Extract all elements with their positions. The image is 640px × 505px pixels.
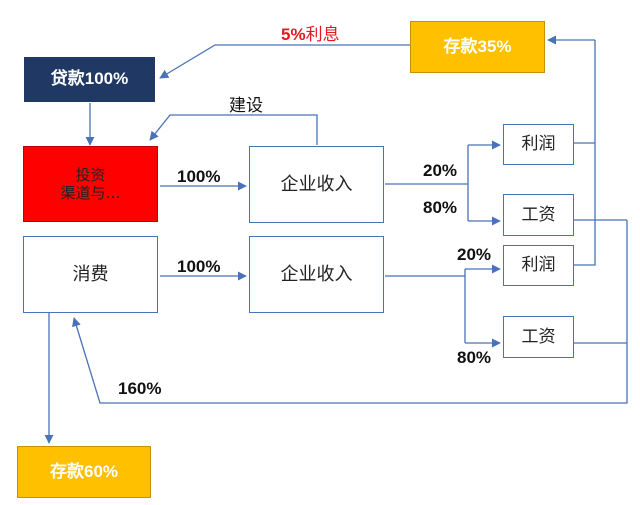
interest-label: 5%利息: [281, 20, 340, 45]
bottom-wage-share: 80%: [457, 348, 492, 367]
invest-label-line2: 渠道与…: [60, 184, 121, 202]
wage-bottom-box: 工资: [503, 316, 574, 358]
consume-to-revenue-pct: 100%: [177, 257, 221, 276]
build-arrow: [149, 114, 318, 145]
invest-label-line1: 投资: [75, 166, 106, 184]
loan-pct: 100%: [84, 69, 129, 89]
wage-to-consume-arrow: [72, 220, 628, 404]
profit-bottom-to-deposit: [574, 40, 596, 266]
invest-to-revenue-pct: 100%: [177, 167, 221, 186]
revenue-top-label: 企业收入: [280, 173, 353, 195]
invest-box: 投资 渠道与…: [23, 146, 158, 222]
top-profit-share: 20%: [423, 161, 458, 180]
consume-box: 消费: [23, 236, 158, 313]
profit-top-label: 利润: [521, 134, 556, 155]
loan-label: 贷款: [50, 69, 85, 89]
revenue-bottom-split: [385, 269, 466, 343]
deposit-top-pct: 35%: [477, 36, 512, 56]
revenue-top-split: [385, 145, 469, 221]
wage-to-consume-pct: 160%: [118, 379, 162, 398]
deposit-bottom-label: 存款: [49, 461, 84, 481]
interest-pct: 5%: [281, 25, 306, 44]
top-wage-share: 80%: [423, 198, 458, 217]
wage-top-box: 工资: [503, 194, 574, 236]
consume-label: 消费: [72, 263, 109, 285]
profit-bottom-box: 利润: [503, 245, 574, 286]
revenue-top-box: 企业收入: [249, 146, 384, 223]
bottom-profit-share: 20%: [457, 245, 492, 264]
build-label: 建设: [229, 96, 263, 116]
interest-arrow: [159, 44, 410, 79]
revenue-bottom-box: 企业收入: [249, 236, 384, 313]
interest-text: 利息: [305, 25, 340, 45]
revenue-bottom-label: 企业收入: [280, 263, 353, 285]
wage-top-label: 工资: [521, 204, 556, 225]
wage-bottom-label: 工资: [521, 326, 556, 347]
deposit-top-label: 存款: [443, 36, 478, 56]
profit-top-box: 利润: [503, 124, 574, 165]
deposit-bottom-pct: 60%: [83, 461, 119, 481]
profit-bottom-label: 利润: [521, 255, 556, 276]
